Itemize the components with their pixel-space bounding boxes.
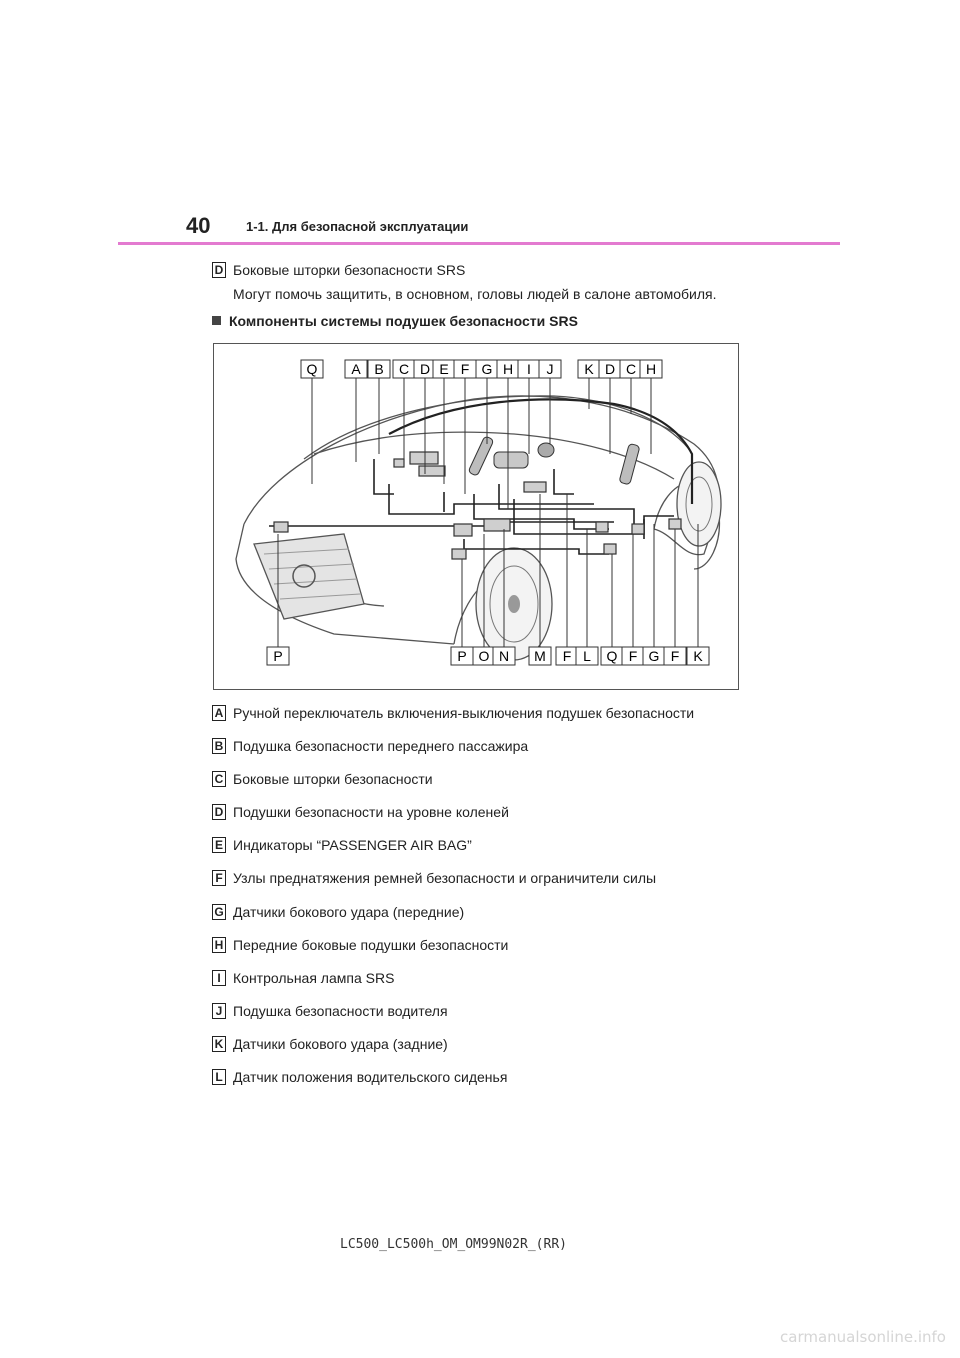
legend-text: Датчик положения водительского сиденья: [233, 1069, 507, 1086]
legend-letter-badge: G: [212, 904, 226, 920]
rear-seat-airbag: [619, 443, 640, 484]
legend-text: Подушка безопасности водителя: [233, 1003, 448, 1020]
front-seat-airbag: [468, 436, 494, 476]
legend-letter-badge: F: [212, 870, 226, 886]
callout-bottom-n-text: N: [499, 648, 509, 664]
callout-bottom-f3: F: [664, 647, 686, 665]
callout-top-c-text: C: [399, 361, 409, 377]
callout-top-c: C: [393, 360, 415, 378]
watermark: carmanualsonline.info: [780, 1328, 946, 1346]
legend-text: Датчики бокового удара (задние): [233, 1036, 448, 1053]
callout-top-d2-text: D: [605, 361, 615, 377]
callout-bottom-k: K: [687, 647, 709, 665]
callout-top-g-text: G: [482, 361, 493, 377]
callout-top-a-text: A: [351, 361, 361, 377]
callout-top-e-text: E: [439, 361, 448, 377]
callout-top-h: H: [497, 360, 519, 378]
rear-wheel: [677, 462, 721, 546]
callout-top-k: K: [578, 360, 600, 378]
callout-top-f-text: F: [461, 361, 470, 377]
callout-top-j-text: J: [547, 361, 554, 377]
callout-bottom-f2-text: F: [629, 648, 638, 664]
callout-top-f: F: [454, 360, 476, 378]
page-number: 40: [186, 213, 210, 239]
callout-top-k-text: K: [584, 361, 594, 377]
legend-letter-badge: E: [212, 837, 226, 853]
callout-top-c2: C: [620, 360, 642, 378]
legend-text: Датчики бокового удара (передние): [233, 904, 464, 921]
front-wheel: [476, 548, 552, 660]
callout-bottom-g: G: [643, 647, 665, 665]
callout-top-a: A: [345, 360, 367, 378]
legend-text: Подушка безопасности переднего пассажира: [233, 738, 528, 755]
callout-bottom-q-text: Q: [607, 648, 618, 664]
callout-bottom-f: F: [556, 647, 578, 665]
bottom-labels: P P O N M F L Q F G F K: [267, 647, 709, 665]
callout-top-q-text: Q: [307, 361, 318, 377]
subheading-text: Компоненты системы подушек безопасности …: [229, 313, 578, 329]
driver-airbag: [494, 452, 528, 468]
front-grille: [254, 534, 364, 619]
intro-line-2: Могут помочь защитить, в основном, голов…: [233, 286, 717, 302]
legend-letter-badge: I: [212, 970, 226, 986]
header-rule: [118, 242, 840, 245]
callout-top-q: Q: [301, 360, 323, 378]
callout-bottom-f2: F: [622, 647, 644, 665]
callout-bottom-m: M: [529, 647, 551, 665]
subheading: Компоненты системы подушек безопасности …: [212, 313, 578, 329]
callout-bottom-l-text: L: [583, 648, 591, 664]
callout-bottom-l: L: [576, 647, 598, 665]
callout-top-e: E: [433, 360, 455, 378]
callout-bottom-p2-text: P: [457, 648, 466, 664]
callout-top-j: J: [539, 360, 561, 378]
callout-bottom-k-text: K: [693, 648, 703, 664]
legend-letter-badge: H: [212, 937, 226, 953]
legend-text: Передние боковые подушки безопасности: [233, 937, 508, 954]
callout-bottom-p-text: P: [273, 648, 282, 664]
legend-letter-badge: D: [212, 804, 226, 820]
callout-bottom-o-text: O: [479, 648, 490, 664]
bullet-square-icon: [212, 316, 221, 325]
callout-top-h-text: H: [503, 361, 513, 377]
steering-wheel: [538, 443, 554, 457]
callout-top-g: G: [476, 360, 498, 378]
callout-top-b: B: [368, 360, 390, 378]
callout-bottom-f3-text: F: [671, 648, 680, 664]
intro-line-1: Боковые шторки безопасности SRS: [233, 262, 465, 278]
legend-text: Ручной переключатель включения-выключени…: [233, 705, 694, 722]
callout-bottom-q: Q: [601, 647, 623, 665]
section-title: 1-1. Для безопасной эксплуатации: [246, 219, 468, 234]
legend-text: Узлы преднатяжения ремней безопасности и…: [233, 870, 656, 887]
callout-top-i: I: [518, 360, 540, 378]
callout-bottom-m-text: M: [534, 648, 546, 664]
legend-letter-badge: K: [212, 1036, 226, 1052]
car-illustration: Q A B C D E F G H I J K D C H P P O N M …: [214, 344, 740, 691]
legend-text: Контрольная лампа SRS: [233, 970, 394, 987]
legend-text: Подушки безопасности на уровне коленей: [233, 804, 509, 821]
callout-top-d2: D: [599, 360, 621, 378]
callout-top-i-text: I: [527, 361, 531, 377]
legend-letter-badge: C: [212, 771, 226, 787]
callout-top-h2: H: [640, 360, 662, 378]
callout-bottom-g-text: G: [649, 648, 660, 664]
callout-bottom-p: P: [267, 647, 289, 665]
legend-letter-badge: A: [212, 705, 226, 721]
legend-letter-badge: L: [212, 1069, 226, 1085]
callout-bottom-f-text: F: [563, 648, 572, 664]
callout-top-h2-text: H: [646, 361, 656, 377]
callout-bottom-p2: P: [451, 647, 473, 665]
legend-letter-badge: J: [212, 1003, 226, 1019]
callout-top-b-text: B: [374, 361, 383, 377]
callout-top-c2-text: C: [626, 361, 636, 377]
callout-top-d-text: D: [420, 361, 430, 377]
intro-letter-badge: D: [212, 262, 226, 278]
legend-text: Индикаторы “PASSENGER AIR BAG”: [233, 837, 472, 854]
callout-bottom-n: N: [493, 647, 515, 665]
legend-text: Боковые шторки безопасности: [233, 771, 433, 788]
footer-document-code: LC500_LC500h_OM_OM99N02R_(RR): [340, 1237, 567, 1252]
legend-letter-badge: B: [212, 738, 226, 754]
top-labels: Q A B C D E F G H I J K D C H: [301, 360, 662, 378]
callout-bottom-o: O: [473, 647, 495, 665]
airbag-components-figure: Q A B C D E F G H I J K D C H P P O N M …: [213, 343, 739, 690]
